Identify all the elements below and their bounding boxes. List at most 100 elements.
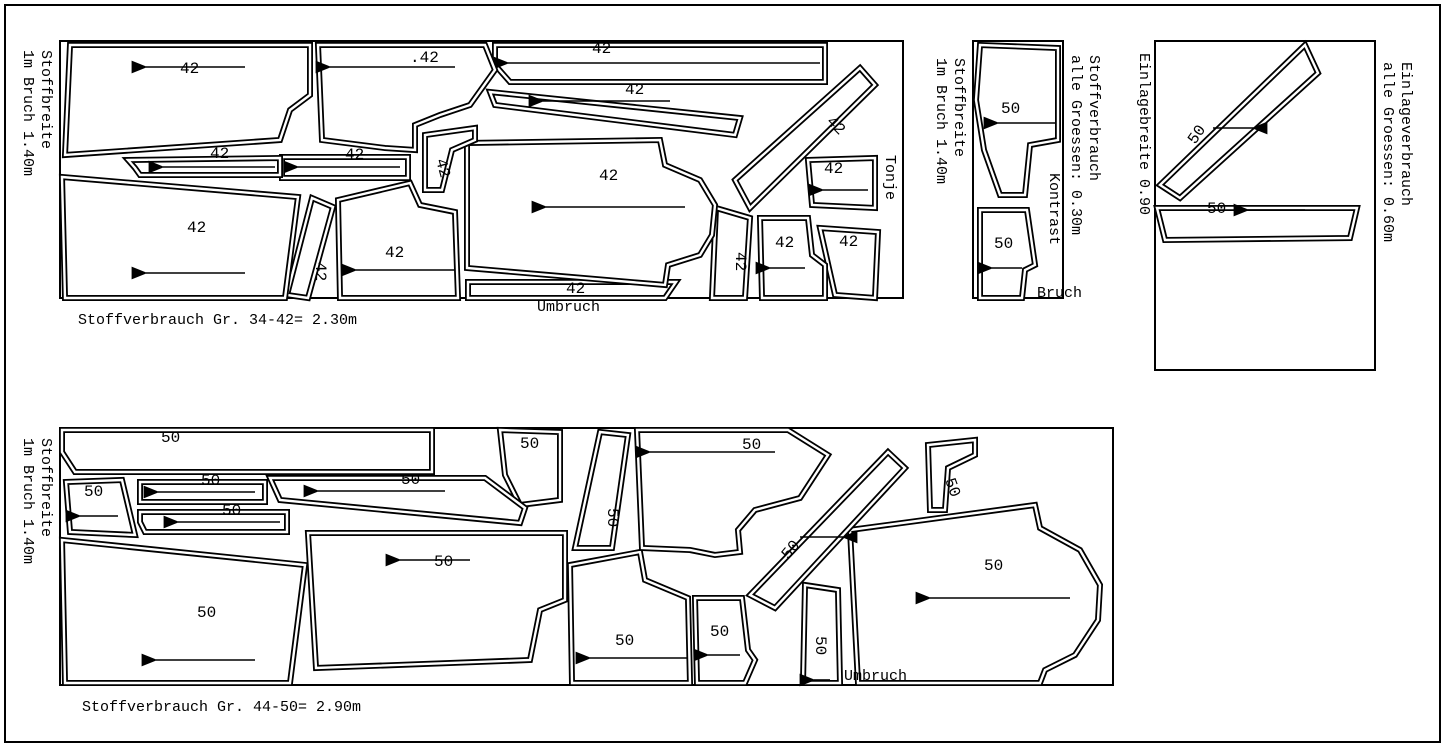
- piece-seam-line: [60, 538, 307, 685]
- pattern-piece: 50: [745, 447, 910, 612]
- name-label: Tonje: [881, 155, 898, 200]
- piece-size-label: 50: [84, 483, 103, 501]
- piece-size-label: 50: [984, 557, 1003, 575]
- fold-width-label: 1m Bruch 1.40m: [19, 50, 36, 176]
- piece-size-label: 50: [811, 636, 829, 655]
- piece-size-label: 50: [222, 502, 241, 520]
- piece-size-label: 42: [599, 167, 618, 185]
- piece-size-label: 42: [625, 81, 644, 99]
- interfacing-width-label: Einlagebreite 0.90: [1135, 53, 1152, 215]
- fabric-usage-amount: alle Groessen: 0.30m: [1067, 55, 1084, 235]
- pattern-piece: 42: [283, 193, 337, 302]
- piece-size-label: 50: [603, 508, 621, 527]
- piece-seam-line: [801, 583, 842, 685]
- pattern-piece: 50: [846, 501, 1104, 686]
- pattern-piece: 50: [265, 471, 529, 527]
- piece-seam-line: [693, 596, 757, 685]
- pattern-piece: 50: [566, 548, 694, 686]
- piece-seam-line: [138, 480, 267, 504]
- piece-seam-line: [1155, 206, 1359, 242]
- pattern-piece: 50: [496, 426, 563, 509]
- fold-width-label: 1m Bruch 1.40m: [19, 438, 36, 564]
- piece-size-label: 42: [180, 60, 199, 78]
- pattern-piece: 42: [708, 204, 754, 301]
- piece-size-label: 42: [431, 157, 453, 180]
- piece-outline: [1153, 205, 1361, 244]
- layout-size-34-42: 424242424242424242424242424242.4242Stoff…: [19, 40, 904, 329]
- piece-seam-line: [848, 503, 1102, 685]
- pattern-piece: 50: [571, 428, 632, 551]
- piece-seam-line: [316, 43, 497, 152]
- pattern-piece: 42: [731, 63, 880, 213]
- fold-label: Umbruch: [537, 299, 600, 316]
- pattern-piece: 50: [799, 581, 844, 687]
- piece-seam-line: [978, 208, 1037, 300]
- piece-seam-line: [926, 438, 977, 512]
- sheet-border: [4, 4, 1441, 743]
- piece-outline: [846, 501, 1104, 686]
- piece-seam-line: [125, 156, 282, 177]
- piece-seam-line: [635, 428, 830, 557]
- fabric-usage-label: Stoffverbrauch: [1085, 55, 1102, 181]
- fabric-usage-label: Stoffverbrauch Gr. 44-50= 2.90m: [82, 699, 361, 716]
- pattern-piece: 42: [61, 42, 313, 159]
- contrast-label: Kontrast: [1045, 173, 1062, 245]
- pattern-piece: 50: [304, 530, 568, 672]
- pattern-piece: 42: [58, 173, 302, 301]
- piece-outline: [977, 207, 1039, 301]
- pattern-piece: .42: [314, 42, 499, 154]
- piece-size-label: 42: [775, 234, 794, 252]
- pattern-piece: 50: [1153, 200, 1361, 244]
- pattern-piece: 42: [816, 224, 882, 302]
- piece-size-label: .42: [410, 49, 439, 67]
- piece-size-label: 50: [520, 435, 539, 453]
- piece-size-label: 50: [1207, 200, 1226, 218]
- piece-seam-line: [60, 428, 434, 474]
- piece-size-label: 42: [345, 146, 364, 164]
- piece-size-label: 42: [311, 262, 329, 281]
- pattern-piece: 50: [58, 536, 309, 686]
- piece-seam-line: [268, 476, 527, 525]
- piece-seam-line: [63, 43, 312, 157]
- piece-seam-line: [568, 550, 692, 685]
- piece-size-label: 50: [401, 471, 420, 489]
- piece-seam-line: [733, 66, 877, 210]
- piece-outline: [633, 427, 833, 559]
- pattern-piece: 50: [1155, 39, 1322, 202]
- piece-size-label: 42: [592, 40, 611, 58]
- piece-seam-line: [285, 196, 335, 300]
- piece-outline: [59, 427, 435, 475]
- pattern-piece: 50: [691, 595, 759, 686]
- piece-outline: [334, 179, 462, 301]
- interfacing-usage-amount: alle Groessen: 0.60m: [1379, 62, 1396, 242]
- piece-seam-line: [818, 226, 880, 300]
- fabric-width-label: Stoffbreite: [950, 58, 967, 157]
- piece-size-label: 42: [731, 252, 749, 271]
- piece-size-label: 50: [434, 553, 453, 571]
- piece-seam-line: [488, 90, 742, 137]
- piece-seam-line: [710, 206, 752, 300]
- pattern-piece: 50: [59, 427, 435, 475]
- pattern-piece: 42: [492, 40, 828, 85]
- pattern-piece: 42: [804, 154, 878, 212]
- interfacing-usage-label: Einlageverbrauch: [1397, 62, 1414, 206]
- pattern-piece: 42: [485, 81, 744, 139]
- layout-size-44-50: 50505050505050505050505050505050Stoffbre…: [19, 426, 1114, 716]
- piece-seam-line: [138, 510, 289, 534]
- piece-seam-line: [573, 430, 630, 550]
- piece-size-label: 42: [566, 280, 585, 298]
- piece-outline: [265, 475, 529, 527]
- pattern-piece: 42: [334, 179, 462, 301]
- piece-outline: [566, 548, 694, 686]
- piece-outline: [464, 136, 719, 289]
- pattern-piece: 50: [972, 41, 1061, 198]
- fold-label: Bruch: [1037, 285, 1082, 302]
- pattern-piece: 50: [137, 502, 290, 535]
- pattern-piece: 50: [137, 472, 268, 505]
- piece-size-label: 50: [940, 476, 963, 500]
- piece-seam-line: [498, 428, 562, 507]
- piece-seam-line: [423, 126, 477, 192]
- piece-size-label: 50: [197, 604, 216, 622]
